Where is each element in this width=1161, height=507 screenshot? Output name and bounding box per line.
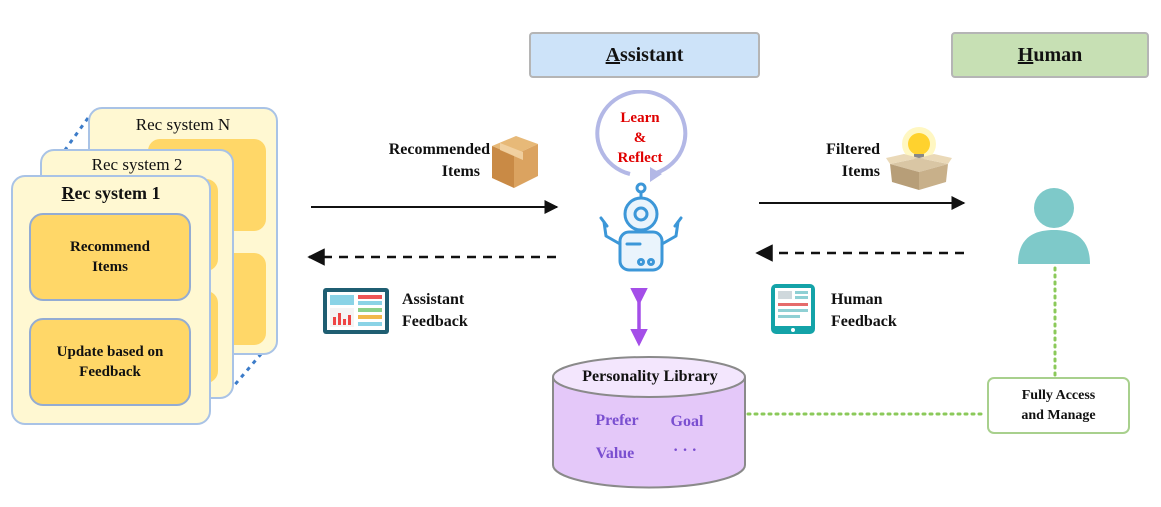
recommended-items-line2: Items xyxy=(441,163,480,180)
assistant-feedback-line1: Assistant xyxy=(402,291,465,308)
library-ellipsis: · · · xyxy=(672,442,697,459)
assistant-feedback-line2: Feedback xyxy=(402,313,468,330)
update-feedback-box: Update based on Feedback xyxy=(29,318,191,406)
personality-library-cylinder xyxy=(552,356,746,489)
learn-line: Learn xyxy=(620,110,660,126)
rec-system-1-initial: R xyxy=(61,183,75,203)
cycle-arrow-icon xyxy=(595,90,688,182)
human-header-initial: H xyxy=(1017,43,1034,66)
fully-access-box: Fully Access and Manage xyxy=(987,377,1130,434)
rec-system-2-title: Rec system 2 xyxy=(91,155,183,174)
assistant-header-initial: A xyxy=(605,43,621,66)
library-value: Value xyxy=(595,445,635,462)
human-header-rest: uman xyxy=(1033,43,1083,66)
tablet-icon xyxy=(771,284,815,334)
assistant-header-rest: ssistant xyxy=(620,43,684,66)
human-feedback-line1: Human xyxy=(831,291,883,308)
box-icon xyxy=(492,136,538,188)
filtered-items-label: Filtered Items xyxy=(808,139,880,183)
human-feedback-label: Human Feedback xyxy=(831,289,921,333)
rec-system-1-rest: ec system 1 xyxy=(74,183,161,203)
person-icon xyxy=(1018,188,1090,264)
amp-line: & xyxy=(633,130,647,146)
library-prefer: Prefer xyxy=(595,412,639,429)
assistant-feedback-label: Assistant Feedback xyxy=(402,289,492,333)
lightbulb-box-icon xyxy=(886,127,952,190)
fully-access-line1: Fully Access xyxy=(1021,387,1096,403)
human-feedback-line2: Feedback xyxy=(831,313,897,330)
recommend-items-line1: Recommend xyxy=(70,239,150,255)
dashboard-icon xyxy=(323,288,389,334)
recommended-items-label: Recommended Items xyxy=(350,139,490,183)
reflect-line: Reflect xyxy=(617,150,663,166)
fully-access-line2: and Manage xyxy=(1021,407,1096,423)
rec-system-1-title: Rec system 1 xyxy=(13,183,209,204)
library-title: Personality Library xyxy=(582,368,718,385)
rec-system-1-card: Rec system 1 Recommend Items Update base… xyxy=(11,175,211,425)
library-goal: Goal xyxy=(670,413,704,430)
robot-icon xyxy=(599,182,683,272)
update-feedback-line1: Update based on xyxy=(56,344,164,360)
recommended-items-line1: Recommended xyxy=(388,141,490,158)
rec-system-n-title: Rec system N xyxy=(135,115,231,134)
recommend-items-box: Recommend Items xyxy=(29,213,191,301)
filtered-items-line2: Items xyxy=(841,163,880,180)
recommend-items-line2: Items xyxy=(92,259,128,275)
learn-reflect-label: Learn & Reflect xyxy=(600,108,680,168)
update-feedback-line2: Feedback xyxy=(79,364,141,380)
filtered-items-line1: Filtered xyxy=(826,141,880,158)
